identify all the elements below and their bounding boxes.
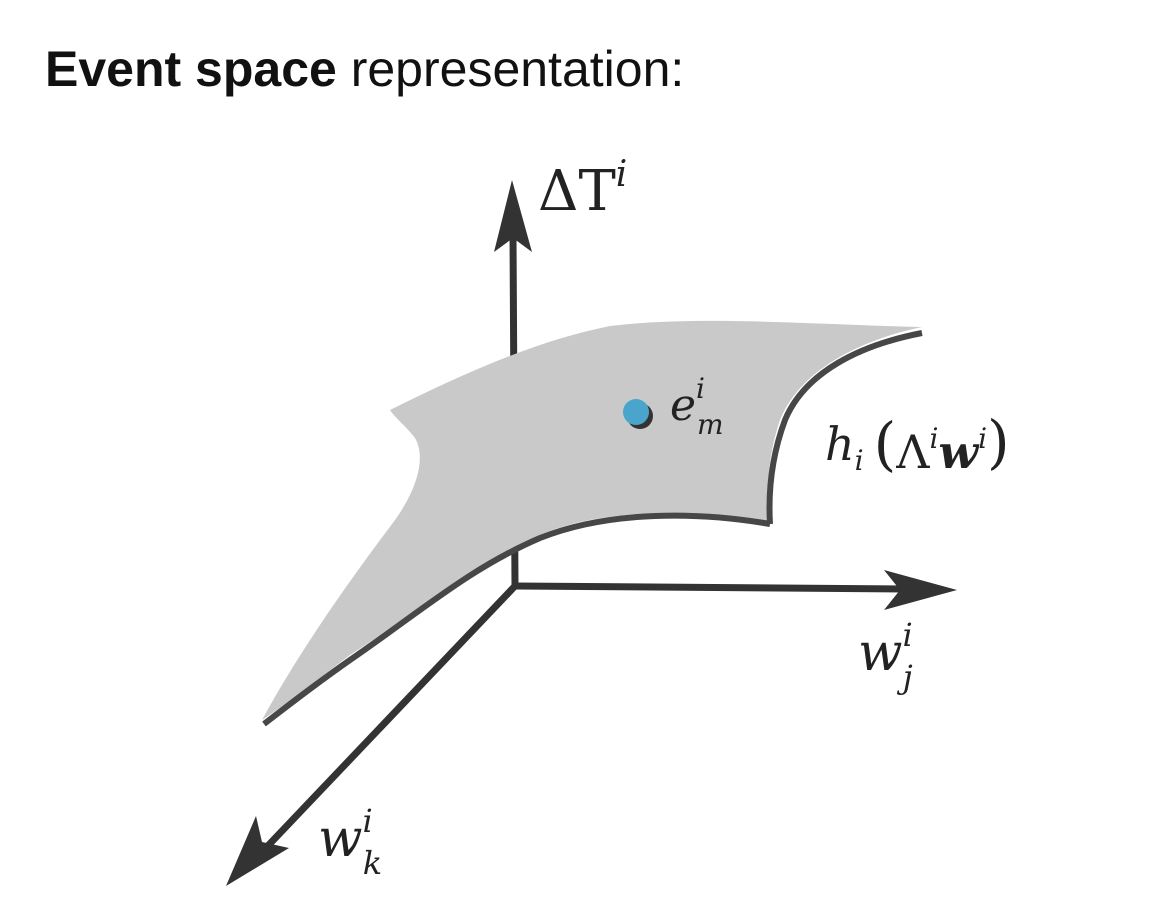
title-rest: representation: [336, 41, 685, 97]
vertical-axis-arrowhead [494, 180, 532, 252]
horizontal-axis-arrowhead [884, 570, 957, 610]
surface [262, 320, 922, 720]
diagonal-axis [258, 582, 519, 856]
surface-front-edge [262, 512, 771, 727]
vertical-axis-label: ΔTi [538, 154, 627, 224]
surface-right-edge [766, 330, 923, 525]
diagonal-axis-arrowhead [226, 816, 289, 886]
slide-title: Event space representation: [45, 40, 684, 98]
event-point [623, 399, 649, 425]
horizontal-axis [511, 582, 909, 593]
surface-label: hi(Λiwi) [825, 408, 1010, 479]
title-bold: Event space [45, 41, 337, 97]
